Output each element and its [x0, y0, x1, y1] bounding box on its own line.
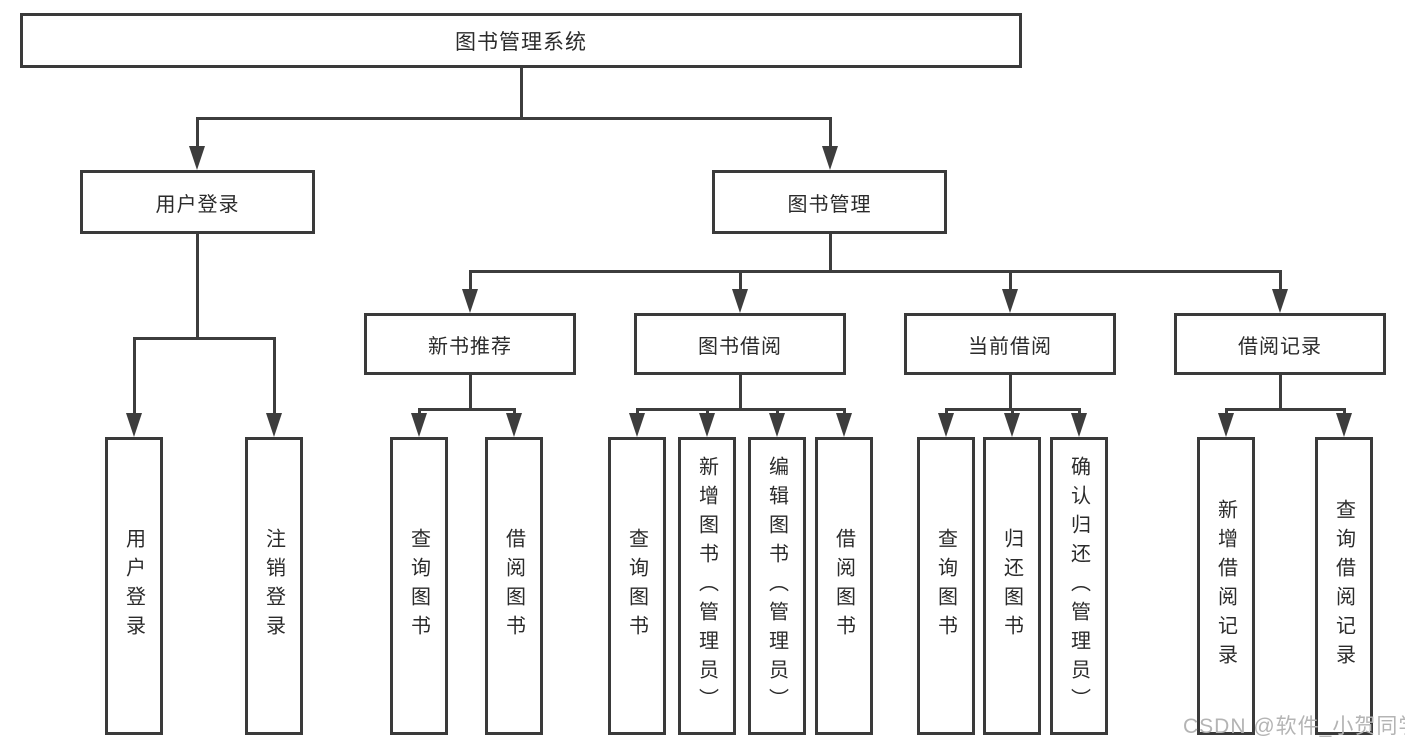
- node-leaf-add-books-admin: 新增图书（管理员）: [678, 437, 736, 735]
- node-leaf-query-books-2: 查询图书: [608, 437, 666, 735]
- connector-arrow-icon: [836, 413, 852, 437]
- connector-line: [738, 375, 742, 411]
- node-current-borrowing-label: 当前借阅: [968, 335, 1052, 358]
- node-root-label: 图书管理系统: [455, 30, 587, 54]
- connector-arrow-icon: [411, 413, 427, 437]
- connector-line: [132, 337, 136, 418]
- connector-arrow-icon: [1004, 413, 1020, 437]
- connector-line: [1278, 375, 1282, 411]
- node-book-management-label: 图书管理: [787, 193, 872, 216]
- node-user-login-label: 用户登录: [155, 193, 240, 216]
- connector-line: [468, 270, 472, 293]
- node-leaf-user-login: 用户登录: [105, 437, 163, 735]
- node-leaf-edit-books-admin: 编辑图书（管理员）: [748, 437, 806, 735]
- connector-line: [272, 337, 276, 418]
- connector-line: [1224, 408, 1346, 411]
- node-leaf-query-books-3: 查询图书: [917, 437, 975, 735]
- node-leaf-logout: 注销登录: [245, 437, 303, 735]
- node-book-borrowing: 图书借阅: [634, 313, 846, 375]
- connector-line: [635, 408, 846, 411]
- connector-line: [132, 337, 276, 340]
- node-new-book-recommend-label: 新书推荐: [428, 335, 512, 358]
- connector-arrow-icon: [769, 413, 785, 437]
- connector-arrow-icon: [1272, 289, 1288, 313]
- connector-arrow-icon: [1002, 289, 1018, 313]
- node-leaf-borrow-books-2: 借阅图书: [815, 437, 873, 735]
- connector-arrow-icon: [629, 413, 645, 437]
- connector-line: [828, 117, 832, 150]
- node-book-borrowing-label: 图书借阅: [698, 335, 782, 358]
- node-borrowing-records-label: 借阅记录: [1238, 335, 1322, 358]
- connector-line: [195, 117, 832, 120]
- node-book-management: 图书管理: [712, 170, 947, 234]
- node-leaf-return-books: 归还图书: [983, 437, 1041, 735]
- node-user-login: 用户登录: [80, 170, 315, 234]
- connector-line: [417, 408, 516, 411]
- node-leaf-confirm-return-admin: 确认归还（管理员）: [1050, 437, 1108, 735]
- csdn-watermark: CSDN @软件_小贺同学: [1183, 715, 1405, 738]
- connector-arrow-icon: [1218, 413, 1234, 437]
- connector-line: [468, 270, 1282, 273]
- connector-arrow-icon: [822, 146, 838, 170]
- node-leaf-add-borrow-record: 新增借阅记录: [1197, 437, 1255, 735]
- connector-arrow-icon: [1336, 413, 1352, 437]
- node-current-borrowing: 当前借阅: [904, 313, 1116, 375]
- node-leaf-borrow-books-1: 借阅图书: [485, 437, 543, 735]
- connector-line: [1278, 270, 1282, 293]
- node-root: 图书管理系统: [20, 13, 1022, 68]
- connector-arrow-icon: [126, 413, 142, 437]
- connector-line: [468, 375, 472, 411]
- node-leaf-query-books-1: 查询图书: [390, 437, 448, 735]
- connector-arrow-icon: [938, 413, 954, 437]
- connector-arrow-icon: [699, 413, 715, 437]
- connector-line: [1008, 270, 1012, 293]
- node-borrowing-records: 借阅记录: [1174, 313, 1386, 375]
- connector-line: [738, 270, 742, 293]
- connector-line: [195, 234, 199, 340]
- connector-line: [828, 234, 832, 273]
- connector-arrow-icon: [266, 413, 282, 437]
- node-new-book-recommend: 新书推荐: [364, 313, 576, 375]
- connector-line: [519, 68, 523, 120]
- connector-arrow-icon: [462, 289, 478, 313]
- node-leaf-query-borrow-record: 查询借阅记录: [1315, 437, 1373, 735]
- connector-arrow-icon: [732, 289, 748, 313]
- connector-arrow-icon: [189, 146, 205, 170]
- connector-line: [195, 117, 199, 150]
- connector-arrow-icon: [1071, 413, 1087, 437]
- connector-line: [1008, 375, 1012, 411]
- connector-arrow-icon: [506, 413, 522, 437]
